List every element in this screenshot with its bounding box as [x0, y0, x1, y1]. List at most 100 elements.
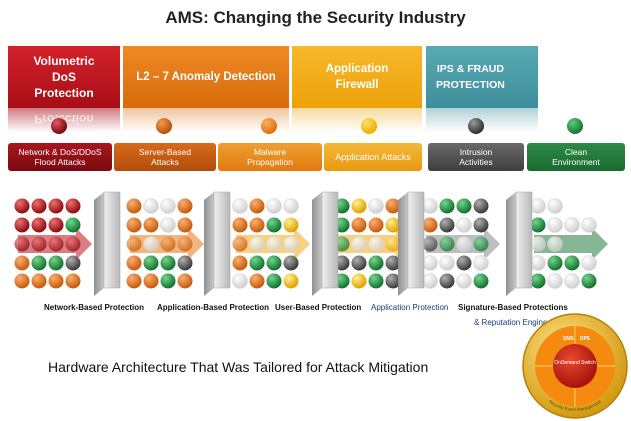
traffic-packet-dot: [422, 236, 438, 252]
category-label: Application Attacks: [335, 152, 411, 162]
traffic-packet-dot: [368, 217, 384, 233]
traffic-packet-dot: [547, 273, 563, 289]
category-clean: Clean Environment: [527, 143, 625, 171]
traffic-packet-dot: [368, 255, 384, 271]
flow-arrow: [534, 228, 608, 260]
category-indicator-dot: [361, 118, 377, 134]
band-label: Application Firewall: [325, 63, 389, 91]
traffic-packet-dot: [14, 273, 30, 289]
category-network-dos: Network & DoS/DDoS Flood Attacks: [8, 143, 112, 171]
band-label: IPS & FRAUD PROTECTION: [436, 63, 505, 91]
traffic-packet-dot: [351, 236, 367, 252]
traffic-packet-dot: [160, 255, 176, 271]
traffic-packet-dot: [283, 236, 299, 252]
category-indicator-dot: [156, 118, 172, 134]
traffic-packet-dot: [422, 273, 438, 289]
category-indicator-dot: [51, 118, 67, 134]
firewall-wall-side: [312, 192, 322, 296]
traffic-packet-dot: [249, 255, 265, 271]
traffic-packet-dot: [126, 255, 142, 271]
protection-application-based: Application-Based Protection: [157, 303, 270, 312]
traffic-packet-dot: [266, 255, 282, 271]
traffic-packet-dot: [65, 217, 81, 233]
firewall-wall: [407, 191, 425, 289]
protection-user-based: User-Based Protection: [275, 303, 362, 312]
traffic-packet-dot: [65, 273, 81, 289]
category-application-attacks: Application Attacks: [324, 143, 422, 171]
traffic-packet-dot: [126, 273, 142, 289]
traffic-packet-dot: [351, 255, 367, 271]
traffic-packet-dot: [14, 217, 30, 233]
traffic-packet-dot: [249, 217, 265, 233]
traffic-packet-dot: [581, 255, 597, 271]
firewall-wall: [515, 191, 533, 289]
traffic-packet-dot: [385, 217, 401, 233]
traffic-packet-dot: [126, 198, 142, 214]
traffic-group: [530, 198, 608, 289]
traffic-packet-dot: [126, 236, 142, 252]
traffic-group: [334, 198, 412, 289]
firewall-wall: [103, 191, 121, 289]
traffic-packet-dot: [65, 236, 81, 252]
traffic-packet-dot: [249, 198, 265, 214]
category-label: Server-Based Attacks: [139, 147, 191, 167]
traffic-packet-dot: [385, 236, 401, 252]
traffic-packet-dot: [266, 236, 282, 252]
traffic-group: [126, 198, 204, 289]
traffic-packet-dot: [473, 217, 489, 233]
traffic-packet-dot: [31, 198, 47, 214]
traffic-packet-dot: [473, 273, 489, 289]
traffic-packet-dot: [564, 255, 580, 271]
traffic-packet-dot: [473, 198, 489, 214]
category-malware: Malware Propagation: [218, 143, 322, 171]
traffic-packet-dot: [385, 198, 401, 214]
traffic-packet-dot: [160, 273, 176, 289]
category-server-based: Server-Based Attacks: [114, 143, 216, 171]
traffic-packet-dot: [351, 198, 367, 214]
traffic-packet-dot: [456, 273, 472, 289]
traffic-packet-dot: [385, 255, 401, 271]
category-indicator-dot: [468, 118, 484, 134]
traffic-packet-dot: [456, 255, 472, 271]
traffic-packet-dot: [232, 198, 248, 214]
traffic-group: [232, 198, 310, 289]
traffic-packet-dot: [232, 273, 248, 289]
traffic-packet-dot: [14, 236, 30, 252]
traffic-packet-dot: [422, 255, 438, 271]
traffic-packet-dot: [564, 217, 580, 233]
traffic-group: [14, 198, 92, 289]
traffic-packet-dot: [422, 198, 438, 214]
category-indicator-dot: [261, 118, 277, 134]
traffic-packet-dot: [530, 273, 546, 289]
category-label: Clean Environment: [552, 147, 600, 167]
traffic-packet-dot: [439, 217, 455, 233]
traffic-packet-dot: [351, 273, 367, 289]
traffic-packet-dot: [48, 273, 64, 289]
category-label: Malware Propagation: [247, 147, 293, 167]
category-label: Network & DoS/DDoS Flood Attacks: [18, 147, 102, 167]
band-application-firewall: Application Firewall: [292, 46, 422, 108]
traffic-packet-dot: [530, 198, 546, 214]
firewall-wall-side: [506, 192, 516, 296]
traffic-packet-dot: [48, 217, 64, 233]
traffic-packet-dot: [385, 273, 401, 289]
band-label: L2 – 7 Anomaly Detection: [136, 71, 276, 83]
traffic-packet-dot: [31, 236, 47, 252]
traffic-packet-dot: [351, 217, 367, 233]
traffic-packet-dot: [143, 236, 159, 252]
firewall-wall: [321, 191, 339, 289]
traffic-packet-dot: [266, 273, 282, 289]
page-title: AMS: Changing the Security Industry: [165, 8, 466, 27]
traffic-packet-dot: [31, 217, 47, 233]
band-volumetric-dos: Volumetric DoS Protection: [8, 46, 120, 108]
traffic-packet-dot: [456, 236, 472, 252]
traffic-packet-dot: [177, 198, 193, 214]
category-indicator-dot: [567, 118, 583, 134]
traffic-packet-dot: [14, 198, 30, 214]
traffic-packet-dot: [160, 198, 176, 214]
traffic-packet-dot: [473, 255, 489, 271]
traffic-packet-dot: [177, 273, 193, 289]
protection-signature-based: Signature-Based Protections: [458, 303, 568, 312]
traffic-packet-dot: [547, 198, 563, 214]
